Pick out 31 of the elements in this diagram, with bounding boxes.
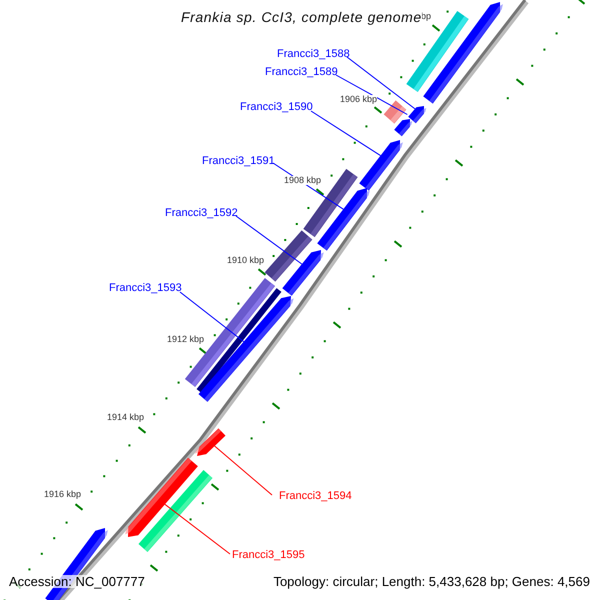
leader-line xyxy=(180,292,244,342)
gene-label: Francci3_1595 xyxy=(232,550,305,561)
gene-feature xyxy=(408,106,426,124)
leader-line xyxy=(236,216,302,265)
leader-line xyxy=(346,56,416,110)
leader-line xyxy=(164,504,230,554)
gene-feature xyxy=(359,140,403,191)
scale-label: 1910 kbp xyxy=(227,256,264,265)
gene-label: Francci3_1594 xyxy=(279,491,352,502)
scale-label: 1906 kbp xyxy=(340,95,378,104)
accession-text: Accession: NC_007777 xyxy=(9,575,145,588)
gene-feature xyxy=(317,188,370,251)
gene-label: Francci3_1590 xyxy=(240,102,313,113)
scale-label: 1914 kbp xyxy=(107,413,144,422)
gene-label: Francci3_1591 xyxy=(202,156,275,167)
leader-line xyxy=(214,446,272,496)
genome-stats-text: Topology: circular; Length: 5,433,628 bp; Genes: 4,569 xyxy=(273,575,590,588)
map-title: Frankia sp. CcI3, complete genome xyxy=(181,10,422,24)
gene-label: Francci3_1593 xyxy=(109,283,182,294)
gene-feature xyxy=(194,428,226,456)
gene-label: Francci3_1589 xyxy=(265,67,338,78)
gene-feature xyxy=(125,458,198,537)
scale-label: 1912 kbp xyxy=(167,335,204,344)
gene-label: Francci3_1588 xyxy=(277,49,350,60)
gene-feature xyxy=(394,119,412,136)
scale-label: 1908 kbp xyxy=(284,176,322,185)
gene-feature xyxy=(282,250,324,296)
scale-label: 1916 kbp xyxy=(44,490,82,499)
gene-label: Francci3_1592 xyxy=(165,208,238,219)
leader-line xyxy=(336,74,408,115)
leader-line xyxy=(310,110,381,156)
